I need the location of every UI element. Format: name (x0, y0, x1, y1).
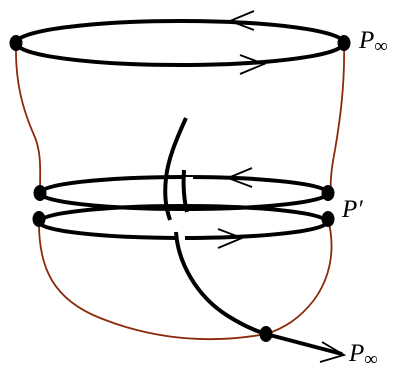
bottom-curve-arrow (319, 341, 347, 363)
middle-left-upper-point (33, 185, 47, 201)
top-loop-arrow-left (227, 10, 255, 31)
middle-lower-ring-arrow (217, 228, 245, 249)
vertical-curve-lower (174, 231, 343, 356)
middle-upper-ring-arrow (225, 167, 253, 188)
left-boundary-lower (38, 218, 267, 341)
middle-right-lower-point (321, 211, 335, 227)
label-bottom-point: P∞ (348, 340, 378, 368)
top-loop (14, 19, 346, 67)
vertical-curve-mid (181, 169, 189, 213)
label-middle-point: P′ (341, 196, 363, 223)
middle-right-upper-point (321, 185, 335, 201)
right-boundary-upper (329, 42, 346, 194)
right-boundary-lower (265, 218, 333, 335)
label-top-point: P∞ (358, 27, 388, 57)
top-left-point (9, 35, 23, 51)
top-right-point (337, 35, 351, 51)
top-loop-arrow-right (239, 54, 267, 75)
bottom-point (259, 326, 273, 342)
left-boundary-upper (15, 42, 42, 194)
middle-left-lower-point (32, 211, 46, 227)
